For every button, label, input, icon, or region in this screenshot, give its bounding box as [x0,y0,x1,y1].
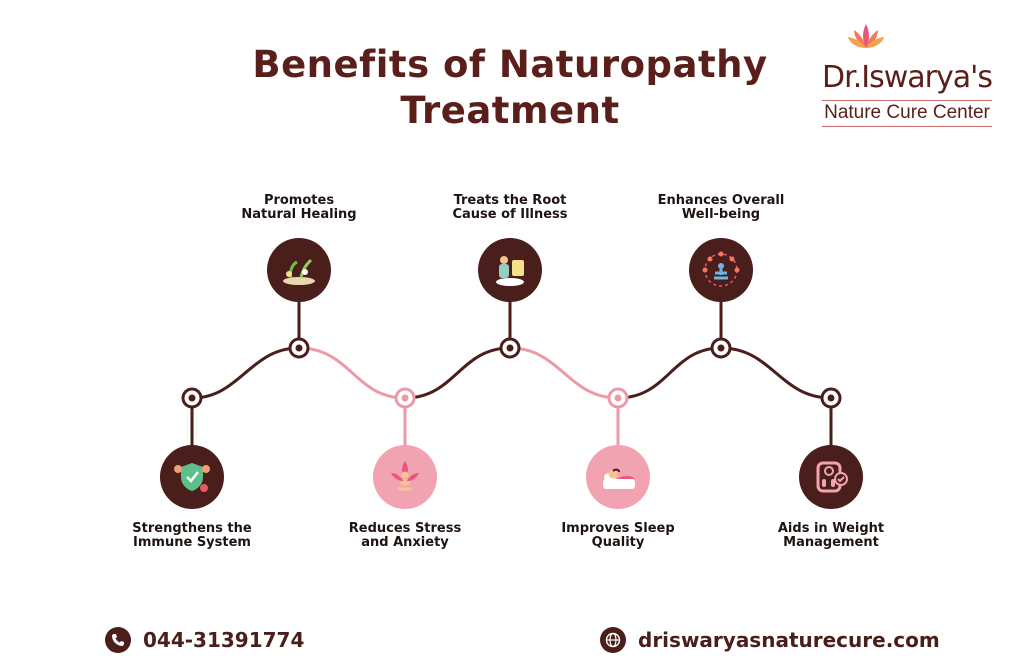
sleep-icon [586,445,650,509]
benefit-label-weight-line-2: Management [783,535,879,550]
junction-dot-4 [499,337,521,359]
benefit-label-wellbeing: Enhances Overall Well-being [631,194,811,222]
benefit-label-stress: Reduces Stress and Anxiety [315,522,495,550]
weight-scale-icon [799,445,863,509]
benefit-label-healing: Promotes Natural Healing [209,194,389,222]
junction-dot-7 [820,387,842,409]
junction-dot-5 [607,387,629,409]
wellbeing-icon [689,238,753,302]
brand-tagline: Nature Cure Center [824,102,990,123]
wave-segment-5 [617,346,722,400]
title-line-1: Benefits of Naturopathy [252,43,768,86]
benefit-label-root-cause-line-2: Cause of Illness [452,207,568,222]
title-line-2: Treatment [400,89,620,132]
benefit-label-wellbeing-line-1: Enhances Overall [657,193,785,208]
benefit-label-root-cause-line-1: Treats the Root [453,193,567,208]
brand-logo: Dr.Iswarya's Nature Cure Center [812,22,1002,132]
globe-icon [600,627,626,653]
benefit-label-sleep-line-2: Quality [591,535,645,550]
benefit-label-stress-line-1: Reduces Stress [348,521,462,536]
benefit-label-sleep: Improves Sleep Quality [528,522,708,550]
website-link[interactable]: driswaryasnaturecure.com [600,627,940,653]
benefit-label-root-cause: Treats the Root Cause of Illness [420,194,600,222]
benefit-label-weight-line-1: Aids in Weight [777,521,885,536]
phone-number: 044-31391774 [143,628,305,652]
benefit-label-healing-line-1: Promotes [263,193,335,208]
logo-divider-top [822,100,992,101]
lotus-icon [848,24,884,48]
benefit-label-wellbeing-line-2: Well-being [681,207,761,222]
junction-dot-6 [710,337,732,359]
wave-segment-1 [191,346,300,400]
phone-icon [105,627,131,653]
benefit-label-immune-line-2: Immune System [133,535,251,550]
page-title: Benefits of Naturopathy Treatment [230,42,790,134]
wave-segment-6 [720,346,832,400]
benefit-label-healing-line-2: Natural Healing [241,207,357,222]
junction-dot-1 [181,387,203,409]
benefit-label-sleep-line-1: Improves Sleep [561,521,675,536]
wave-segment-4 [509,346,619,400]
logo-divider-bottom [822,126,992,127]
benefit-label-weight: Aids in Weight Management [741,522,921,550]
meditation-icon [373,445,437,509]
doctor-patient-icon [478,238,542,302]
immune-shield-icon [160,445,224,509]
junction-dot-2 [288,337,310,359]
wave-segment-3 [404,346,511,400]
phone-contact[interactable]: 044-31391774 [105,627,304,653]
benefit-label-stress-line-2: and Anxiety [361,535,449,550]
herbs-icon [267,238,331,302]
website-url: driswaryasnaturecure.com [638,628,940,652]
wave-segment-2 [298,346,406,400]
benefit-label-immune-line-1: Strengthens the [132,521,252,536]
junction-dot-3 [394,387,416,409]
brand-name: Dr.Iswarya's [822,60,993,95]
benefit-label-immune: Strengthens the Immune System [102,522,282,550]
